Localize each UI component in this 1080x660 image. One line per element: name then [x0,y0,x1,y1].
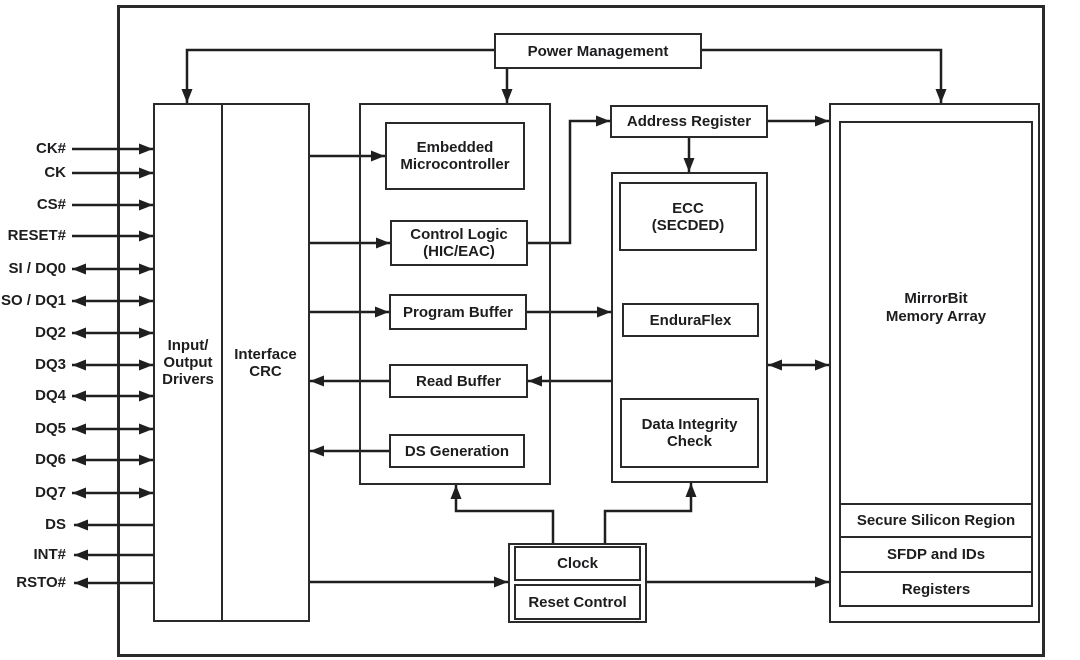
data-integrity-check-box: Data Integrity Check [620,398,759,468]
ecc-secded-box: ECC (SECDED) [619,182,757,251]
pin-label-ds: DS [45,516,66,533]
pin-label-reset-hash: RESET# [7,227,66,244]
io-drivers-box: Input/ Output Drivers [153,103,223,622]
enduraflex-box: EnduraFlex [622,303,759,337]
reset-control-box: Reset Control [514,584,641,620]
pin-label-rsto-hash: RSTO# [16,574,66,591]
pin-label-ck-hash: CK# [35,140,66,157]
registers-box: Registers [839,571,1033,607]
pin-label-dq3: DQ3 [35,356,66,373]
control-logic-box: Control Logic (HIC/EAC) [390,220,528,266]
pin-label-dq6: DQ6 [35,451,66,468]
power-management-box: Power Management [494,33,702,69]
wire-power-to-io-drivers [181,48,494,103]
program-buffer-box: Program Buffer [389,294,527,330]
secure-silicon-region-box: Secure Silicon Region [839,503,1033,538]
mirrorbit-memory-array-label: MirrorBit Memory Array [885,290,987,325]
read-buffer-box: Read Buffer [389,364,528,398]
interface-crc-box: Interface CRC [221,103,310,622]
pin-label-so-dq1: SO / DQ1 [0,292,66,309]
pin-label-cs-hash: CS# [36,196,66,213]
ds-generation-box: DS Generation [389,434,525,468]
pin-label-dq4: DQ4 [35,387,66,404]
pin-label-dq5: DQ5 [35,420,66,437]
pin-label-dq7: DQ7 [35,484,66,501]
pin-label-int-hash: INT# [33,546,66,563]
wire-clock-to-ecc-block [603,483,697,543]
pin-label-dq2: DQ2 [35,324,66,341]
wire-clock-to-logic-block [450,485,555,543]
address-register-box: Address Register [610,105,768,138]
logic-container-box [359,103,551,485]
clock-box: Clock [514,546,641,581]
pin-label-ck: CK [44,164,66,181]
embedded-microcontroller-box: Embedded Microcontroller [385,122,525,190]
ecc-container-box [611,172,768,483]
memory-array-outer-box [829,103,1040,623]
sfdp-and-ids-box: SFDP and IDs [839,536,1033,573]
wire-power-to-memory-array [702,48,947,103]
pin-label-si-dq0: SI / DQ0 [8,260,66,277]
